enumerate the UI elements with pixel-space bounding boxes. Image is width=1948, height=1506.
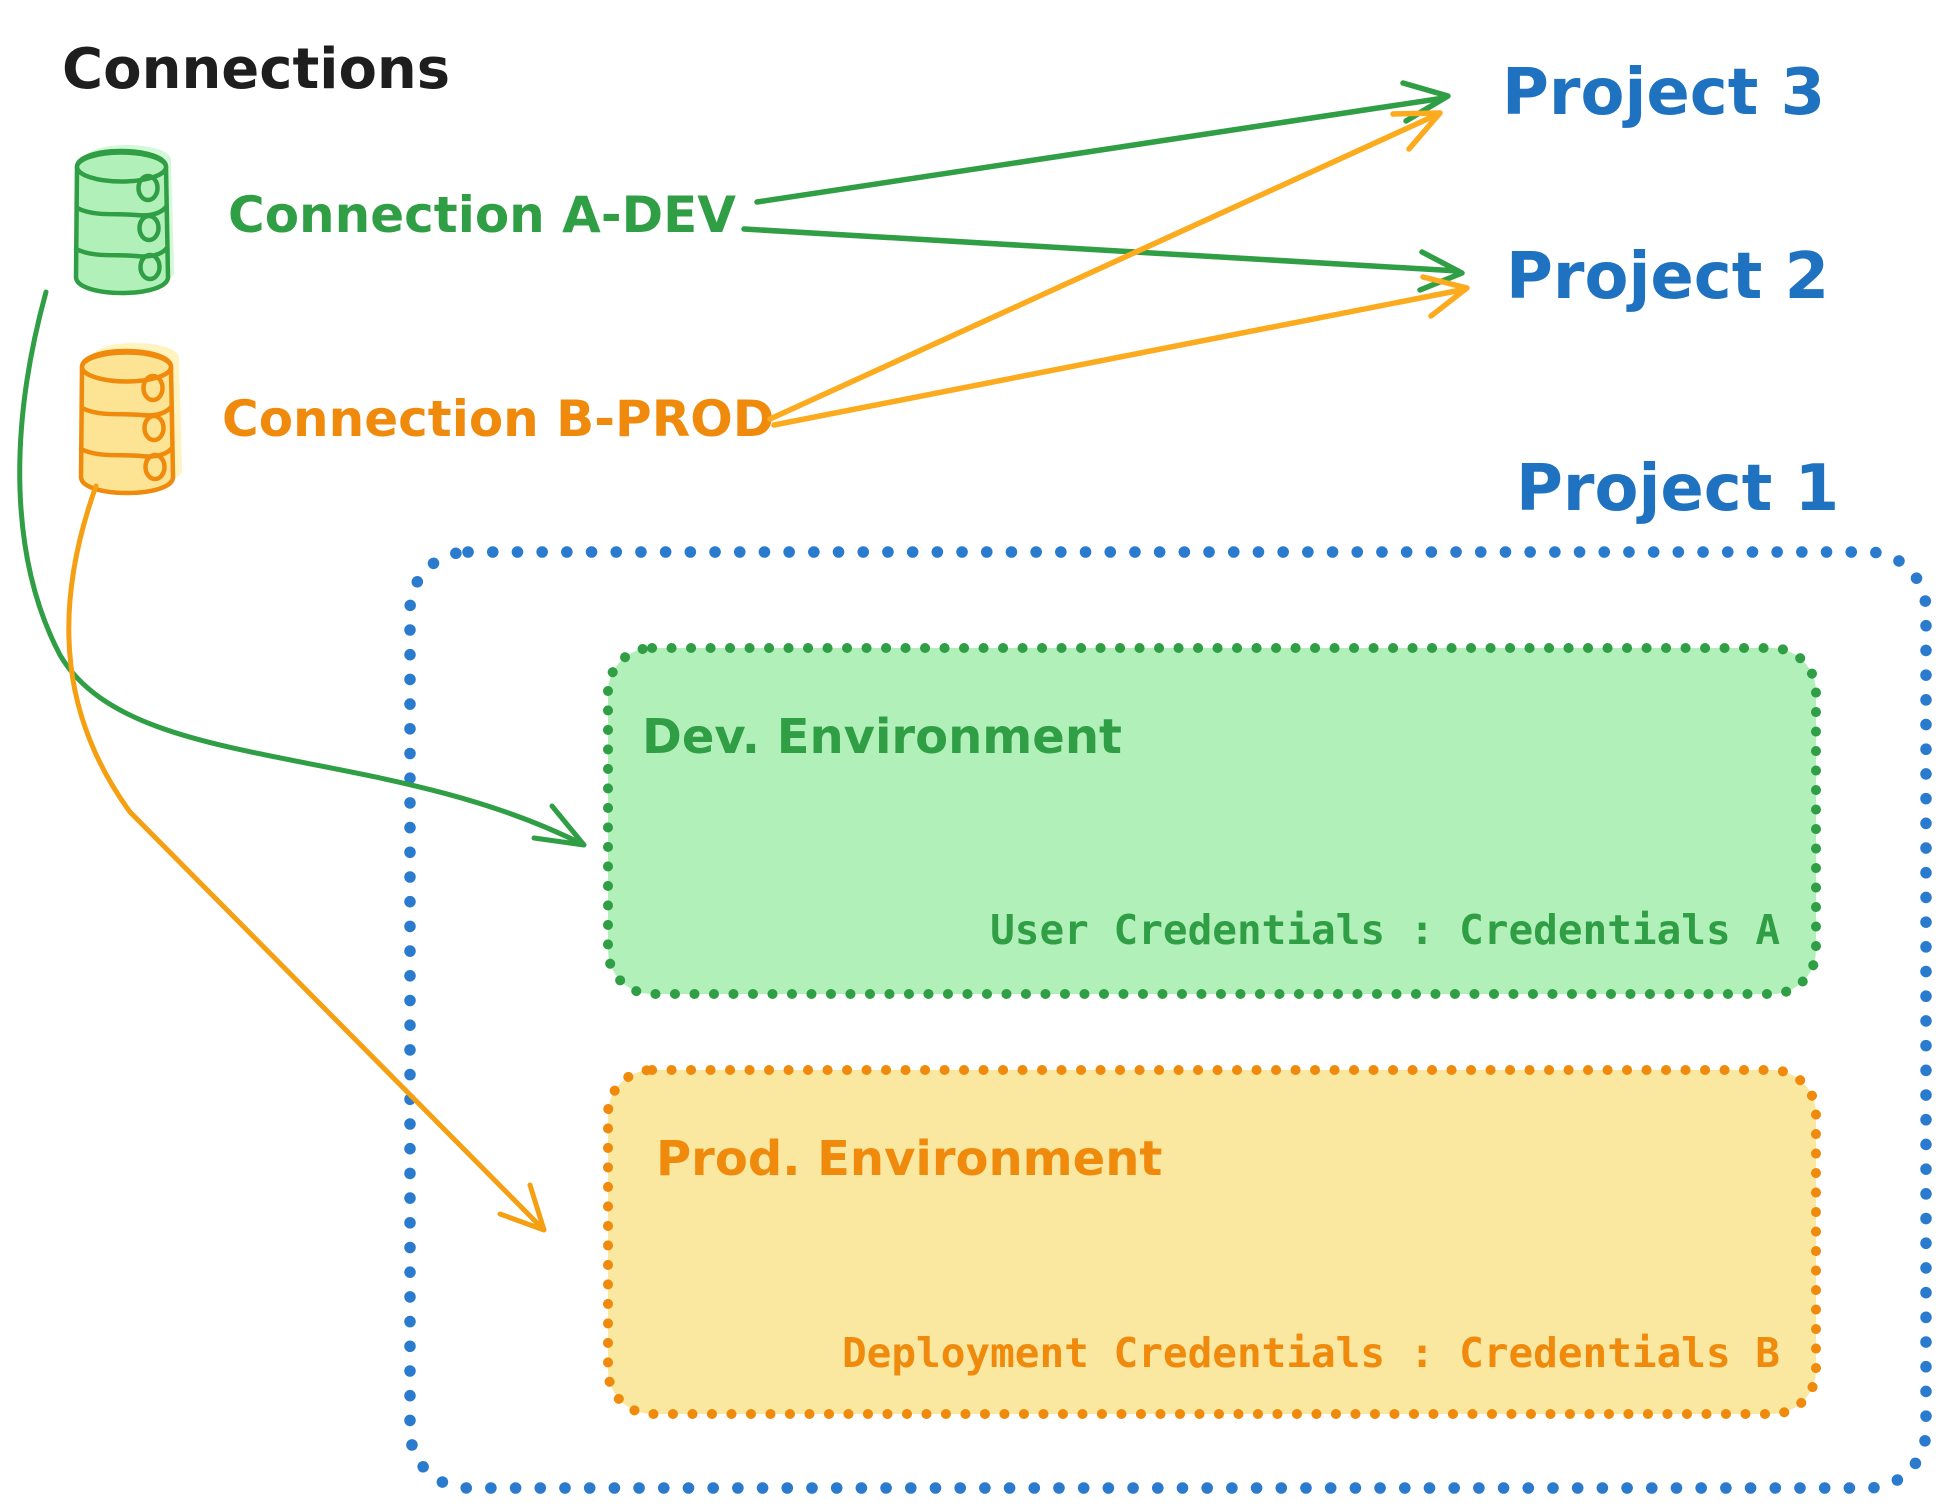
connection-b-prod-label: Connection B-PROD: [222, 390, 774, 448]
prod-environment-border: [603, 1065, 1821, 1419]
dev-environment-credentials: User Credentials : Credentials A: [990, 906, 1780, 954]
database-port-dot: [138, 252, 162, 282]
database-port-dot: [142, 413, 166, 443]
arrow-a-dev-to-project-2: [741, 226, 1465, 293]
diagram-title: Connections: [62, 37, 450, 102]
arrowhead-icon: [1420, 274, 1470, 319]
database-port-dot: [137, 213, 161, 243]
arrowhead-icon: [497, 1182, 547, 1233]
database-top: [79, 350, 174, 384]
arrow-b-prod-to-project-2: [771, 274, 1470, 428]
database-divider: [74, 204, 169, 218]
database-divider: [79, 404, 174, 418]
database-divider: [78, 445, 175, 459]
database-divider: [73, 245, 170, 259]
project-3-label: Project 3: [1502, 56, 1825, 130]
project-2-label: Project 2: [1506, 240, 1829, 314]
connection-a-dev-label: Connection A-DEV: [228, 186, 736, 244]
arrow-b-prod-to-prod-environment: [66, 483, 547, 1233]
database-top: [74, 150, 169, 184]
prod-environment-box: Prod. Environment Deployment Credentials…: [603, 1065, 1821, 1419]
prod-environment-credentials: Deployment Credentials : Credentials B: [842, 1329, 1780, 1377]
arrow-a-dev-to-project-3: [754, 80, 1451, 205]
arrowhead-icon: [1417, 249, 1465, 293]
project-1-label: Project 1: [1516, 452, 1839, 526]
database-icon: [73, 145, 174, 296]
arrow-b-prod-to-project-3: [767, 110, 1443, 422]
dev-environment-box: Dev. Environment User Credentials : Cred…: [603, 643, 1821, 999]
database-port-dot: [143, 452, 167, 482]
arrowhead-icon: [1390, 110, 1443, 152]
arrowhead-icon: [531, 803, 587, 848]
project-1-box: [404, 546, 1932, 1494]
database-port-dot: [141, 373, 165, 403]
database-icon: [78, 343, 182, 496]
prod-environment-title: Prod. Environment: [656, 1131, 1162, 1187]
dev-environment-border: [603, 643, 1821, 999]
dev-environment-title: Dev. Environment: [642, 709, 1122, 765]
database-port-dot: [136, 173, 160, 203]
